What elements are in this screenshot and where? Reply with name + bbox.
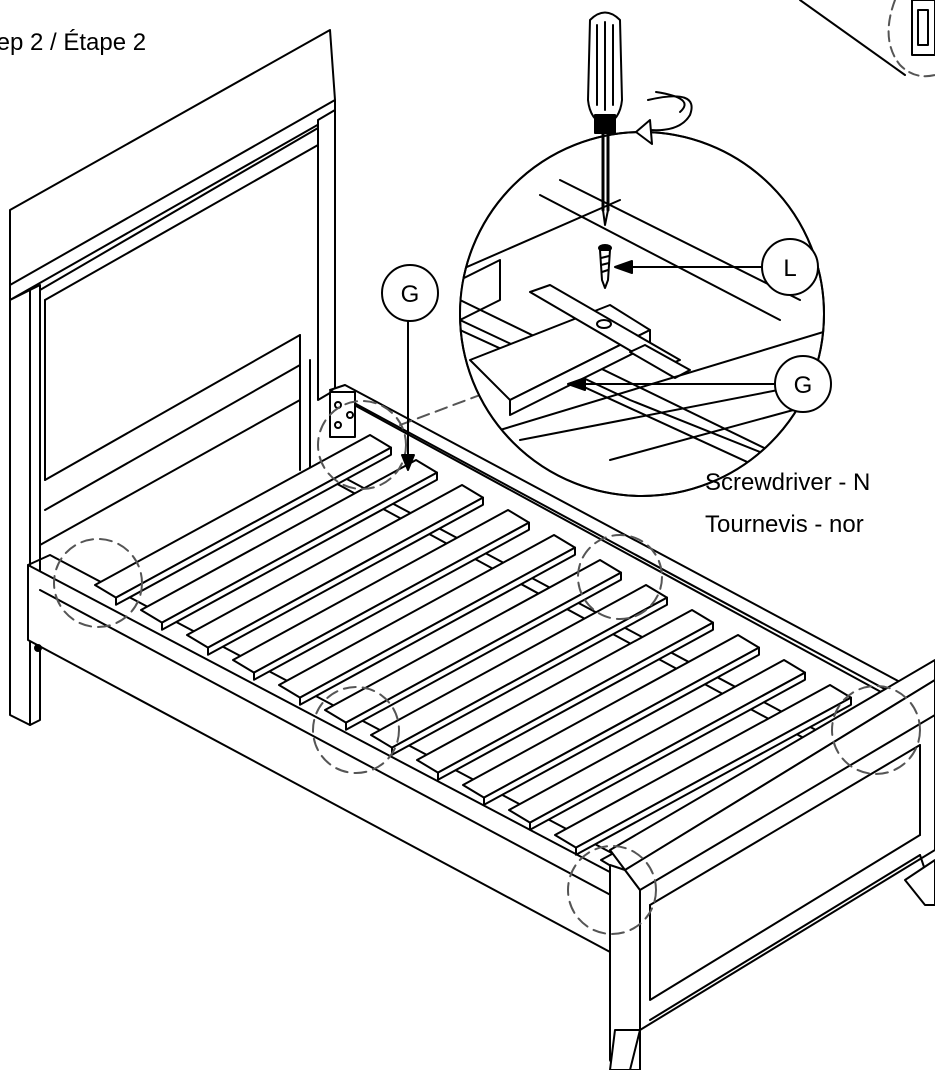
partial-component-top-right bbox=[799, 0, 935, 78]
tool-label-french: Tournevis - nor bbox=[705, 511, 864, 538]
tool-label-english: Screwdriver - N bbox=[705, 469, 871, 496]
callout-slat-main-label: G bbox=[401, 281, 420, 308]
callout-leaders bbox=[401, 260, 776, 471]
slat-edge bbox=[483, 646, 760, 806]
slat-edge bbox=[437, 621, 714, 781]
slat-edge bbox=[115, 446, 392, 606]
bed-slats bbox=[94, 434, 898, 881]
callout-slat-detail: G bbox=[774, 355, 832, 413]
callout-screw: L bbox=[761, 238, 819, 296]
slat-edge bbox=[575, 696, 852, 856]
callout-slat-detail-label: G bbox=[794, 372, 813, 399]
step-title: tep 2 / Étape 2 bbox=[0, 29, 147, 56]
callout-slat-main: G bbox=[381, 264, 439, 322]
detail-leader-line bbox=[399, 394, 481, 426]
corner-bracket bbox=[329, 391, 356, 438]
screwdriver-icon bbox=[587, 11, 623, 226]
slat-edge bbox=[253, 521, 530, 681]
slat-edge bbox=[299, 546, 576, 706]
detail-magnifier bbox=[459, 131, 825, 497]
slat-edge bbox=[529, 671, 806, 831]
slat-edge bbox=[345, 571, 622, 731]
footboard bbox=[609, 659, 935, 1071]
reference-circles bbox=[53, 400, 921, 935]
slat-edge bbox=[207, 496, 484, 656]
screw-icon bbox=[598, 244, 612, 289]
callout-screw-label: L bbox=[783, 255, 796, 282]
rotate-arrow-icon bbox=[635, 91, 693, 145]
slat-edge bbox=[161, 471, 438, 631]
